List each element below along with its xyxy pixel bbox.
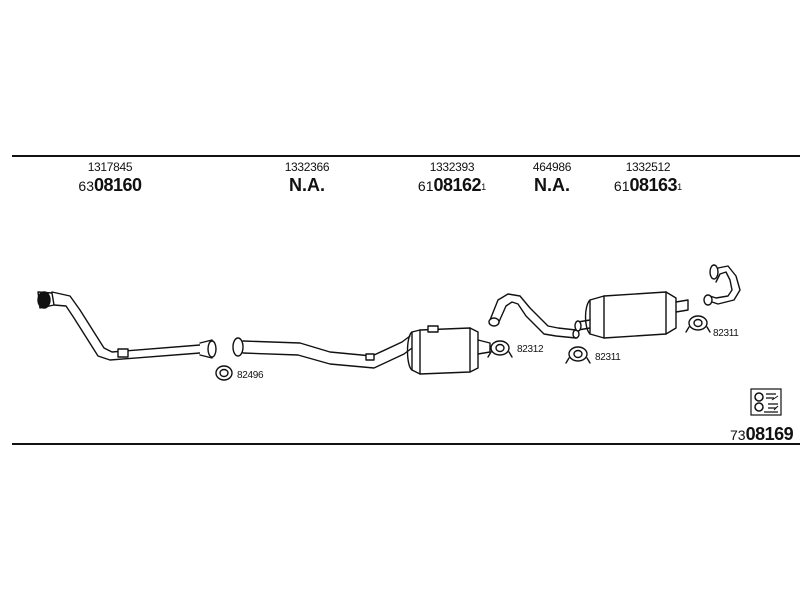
clamp-label: 82311 xyxy=(595,352,621,363)
oem-reference: 1332393 xyxy=(429,160,475,174)
front-pipe xyxy=(37,291,217,361)
part-code: 61081621 xyxy=(417,175,487,195)
part-column-mid-pipe: 1332366 N.A. xyxy=(237,160,377,196)
part-column-center-silencer: 1332393 61081621 xyxy=(382,160,522,198)
oem-reference: 1332512 xyxy=(625,160,671,174)
clamp-82496 xyxy=(215,365,233,381)
clamp-82311-a xyxy=(565,346,591,364)
top-rule xyxy=(12,155,800,157)
part-code: 61081631 xyxy=(613,175,683,195)
mid-pipe xyxy=(232,335,413,369)
connecting-pipe xyxy=(488,293,580,339)
oem-reference: 1332366 xyxy=(284,160,330,174)
part-column-connecting-pipe: 464986 N.A. xyxy=(482,160,622,196)
not-available-label: N.A. xyxy=(534,175,570,195)
oem-reference: 464986 xyxy=(532,160,572,174)
tail-pipe xyxy=(703,264,741,306)
mounting-kit-icon xyxy=(750,388,782,416)
oem-reference: 1317845 xyxy=(87,160,133,174)
rear-silencer xyxy=(574,291,689,339)
mounting-kit-code: 7308169 xyxy=(730,424,794,444)
clamp-label: 82496 xyxy=(237,370,264,381)
part-code: 6308160 xyxy=(78,175,142,195)
bottom-rule xyxy=(12,443,800,445)
clamp-label: 82312 xyxy=(517,344,544,355)
part-column-rear-silencer: 1332512 61081631 xyxy=(578,160,718,198)
clamp-82312 xyxy=(487,340,513,358)
not-available-label: N.A. xyxy=(289,175,325,195)
part-column-front-pipe: 1317845 6308160 xyxy=(40,160,180,198)
clamp-82311-b xyxy=(685,315,711,333)
center-silencer xyxy=(406,325,491,375)
clamp-label: 82311 xyxy=(713,328,739,339)
